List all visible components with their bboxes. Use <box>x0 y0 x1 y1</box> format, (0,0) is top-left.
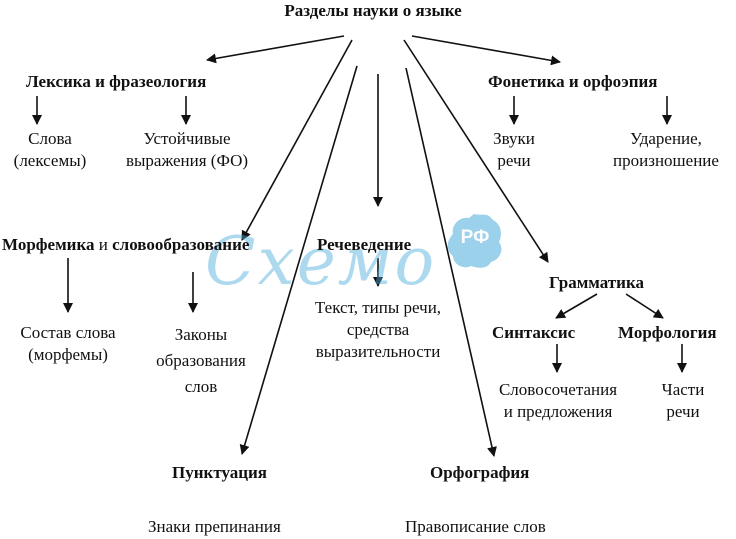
grammar-morph-items-line-1: Части <box>661 380 705 399</box>
orthography-item: Правописание слов <box>405 517 546 536</box>
grammar-morphology: Морфология <box>618 323 717 342</box>
grammar-syntax-items-line-1: Словосочетания <box>498 380 618 399</box>
phonetics-stress: Ударение, произношение <box>598 128 734 172</box>
arrow-root-lexics <box>206 35 345 64</box>
grammar-title: Грамматика <box>549 273 644 292</box>
phonetics-sounds: Звуки речи <box>474 128 554 172</box>
arrow-grammar-morph <box>625 293 664 319</box>
grammar-syntax-items: Словосочетания и предложения <box>482 379 634 423</box>
phonetics-title: Фонетика и орфоэпия <box>488 72 658 91</box>
morphemics-composition-line-2: (морфемы) <box>28 345 108 364</box>
morphemics-title-bold: Морфемика <box>2 235 95 254</box>
speech-text-line-2: средства <box>346 320 410 339</box>
speech-text-line-1: Текст, типы речи, <box>314 298 442 317</box>
speech-text-line-3: выразительности <box>315 342 441 361</box>
grammar-morph-items: Части речи <box>650 379 716 423</box>
arrow-root-orthography <box>405 67 497 457</box>
watermark: РФ Схемо <box>195 205 525 315</box>
morphemics-laws-line-1: Законы <box>174 325 228 344</box>
morphemics-laws: Законы образования слов <box>140 322 262 400</box>
lexics-words: Слова (лексемы) <box>0 128 100 172</box>
lexics-words-line-1: Слова <box>28 129 72 148</box>
morphemics-laws-line-2: образования <box>156 351 246 370</box>
punctuation-item: Знаки препинания <box>148 517 281 536</box>
lexics-fo: Устойчивые выражения (ФО) <box>112 128 262 172</box>
orthography-title: Орфография <box>430 463 530 482</box>
lexics-fo-line-1: Устойчивые <box>143 129 231 148</box>
arrow-root-morph-laws <box>241 39 353 241</box>
arrow-root-grammar <box>403 39 549 263</box>
watermark-text: Схемо <box>205 223 437 300</box>
grammar-syntax-items-line-2: и предложения <box>503 402 613 421</box>
morphemics-title: Морфемика и словообразование <box>2 234 249 256</box>
grammar-syntax: Синтаксис <box>492 323 576 342</box>
lexics-words-line-2: (лексемы) <box>13 151 87 170</box>
phonetics-stress-line-2: произношение <box>613 151 719 170</box>
watermark-badge: РФ <box>460 227 490 248</box>
speech-text: Текст, типы речи, средства выразительнос… <box>292 297 464 363</box>
morphemics-composition: Состав слова (морфемы) <box>0 322 136 366</box>
lexics-title: Лексика и фразеология <box>26 72 207 91</box>
arrow-root-phonetics <box>411 35 561 66</box>
morphemics-laws-line-3: слов <box>184 377 218 396</box>
arrow-root-punctuation <box>239 65 358 455</box>
morphemics-composition-line-1: Состав слова <box>20 323 116 342</box>
phonetics-sounds-line-1: Звуки <box>493 129 535 148</box>
lexics-fo-line-2: выражения (ФО) <box>125 151 249 170</box>
punctuation-title: Пунктуация <box>172 463 268 482</box>
phonetics-sounds-line-2: речи <box>497 151 531 170</box>
morphemics-title-and: и <box>98 235 108 254</box>
speech-title: Речеведение <box>317 235 412 254</box>
root-title: Разделы науки о языке <box>284 1 462 20</box>
grammar-morph-items-line-2: речи <box>666 402 700 421</box>
morphemics-title-rest: словообразование <box>112 235 250 254</box>
arrow-grammar-syntax <box>555 293 598 319</box>
phonetics-stress-line-1: Ударение, <box>630 129 702 148</box>
watermark-splash-icon <box>447 214 502 268</box>
